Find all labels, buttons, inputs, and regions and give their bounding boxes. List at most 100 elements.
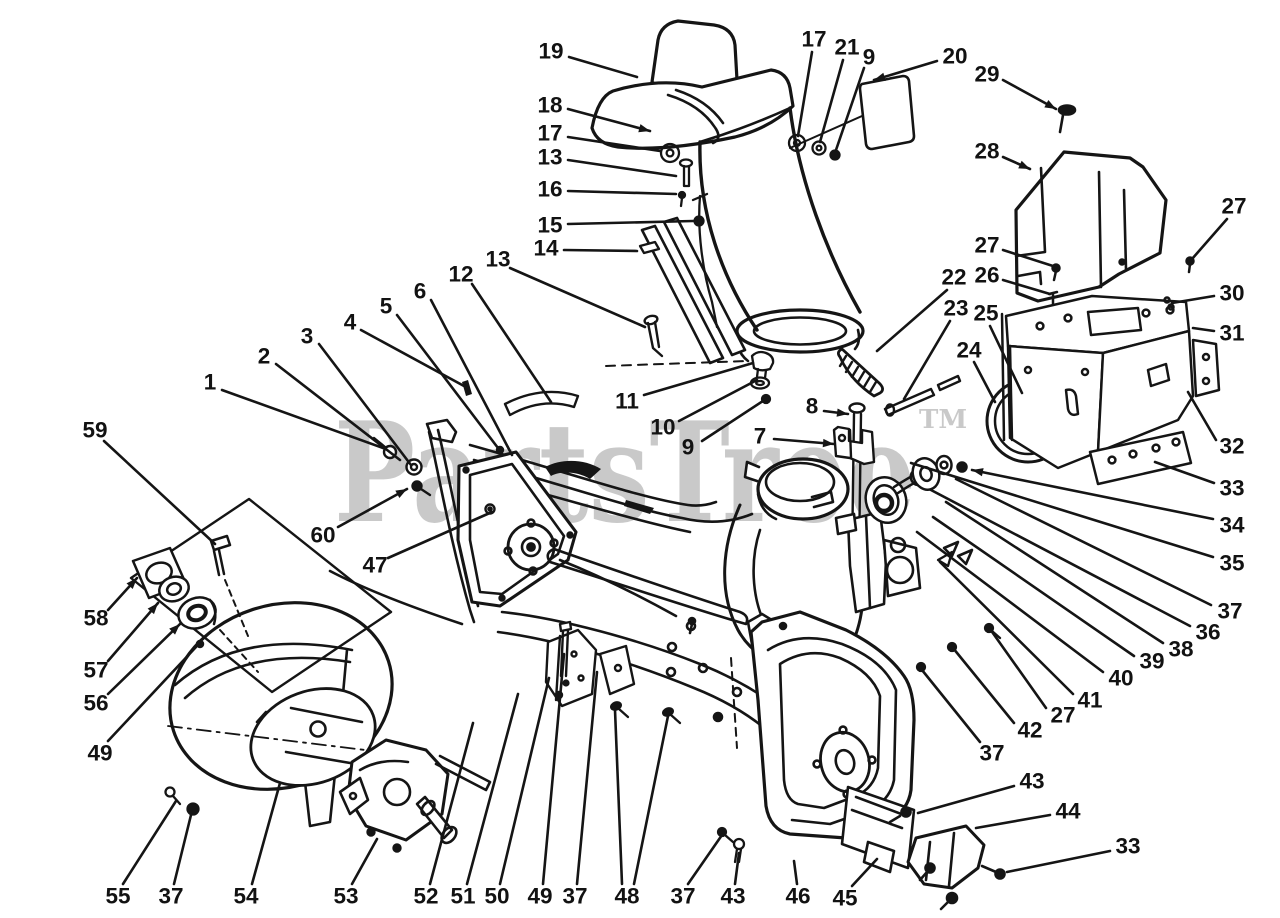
side-panel-drawing — [129, 497, 393, 694]
part-number-41: 41 — [1077, 688, 1102, 713]
part-number-10: 10 — [650, 415, 675, 440]
callout-43: 43 — [720, 851, 746, 909]
callout-33: 33 — [1153, 460, 1245, 501]
callout-27: 27 — [1190, 194, 1247, 261]
left-side-plate-drawing — [425, 418, 578, 624]
belt-cover-drawing — [1014, 104, 1168, 303]
callout-24: 24 — [956, 338, 997, 404]
callout-32: 32 — [1186, 390, 1245, 459]
callout-36: 36 — [929, 488, 1221, 645]
part-number-21: 21 — [834, 35, 859, 60]
part-number-27: 27 — [1221, 194, 1246, 219]
callout-49: 49 — [527, 652, 566, 909]
callout-15: 15 — [537, 213, 695, 238]
part-number-19: 19 — [538, 39, 563, 64]
crank-bracket-drawing — [544, 620, 636, 708]
callout-47: 47 — [362, 510, 494, 578]
part-number-30: 30 — [1219, 281, 1244, 306]
skid-bracket-drawing — [840, 785, 1006, 911]
part-number-16: 16 — [537, 177, 562, 202]
part-number-37: 37 — [670, 884, 695, 909]
callout-31: 31 — [1191, 321, 1245, 346]
callout-16: 16 — [537, 177, 678, 202]
callout-13: 13 — [537, 145, 678, 178]
callout-33: 33 — [1005, 834, 1141, 874]
part-number-5: 5 — [380, 294, 393, 319]
part-number-7: 7 — [754, 424, 767, 449]
part-number-39: 39 — [1139, 649, 1164, 674]
callout-26: 26 — [974, 263, 1052, 296]
callout-55: 55 — [105, 799, 178, 909]
callout-9: 9 — [834, 45, 875, 152]
part-number-45: 45 — [832, 886, 857, 911]
line-art — [129, 19, 1221, 911]
part-number-3: 3 — [301, 324, 314, 349]
callout-37: 37 — [562, 670, 599, 909]
callout-35: 35 — [909, 461, 1245, 576]
part-number-37: 37 — [979, 741, 1004, 766]
part-number-49: 49 — [527, 884, 552, 909]
part-number-25: 25 — [973, 301, 998, 326]
engine-frame-drawing — [985, 256, 1221, 486]
part-number-12: 12 — [448, 262, 473, 287]
callout-42: 42 — [951, 646, 1043, 743]
callout-8: 8 — [806, 394, 850, 419]
callout-39: 39 — [931, 515, 1165, 674]
callout-43: 43 — [916, 769, 1045, 815]
part-number-57: 57 — [83, 658, 108, 683]
callout-10: 10 — [650, 378, 759, 440]
chute-fasteners-drawing — [638, 133, 841, 405]
part-number-8: 8 — [806, 394, 819, 419]
callout-48: 48 — [613, 708, 670, 909]
callout-17: 17 — [796, 27, 827, 138]
part-number-55: 55 — [105, 884, 130, 909]
callout-53: 53 — [333, 837, 379, 909]
part-number-37: 37 — [1217, 599, 1242, 624]
part-number-22: 22 — [941, 265, 966, 290]
part-number-26: 26 — [974, 263, 999, 288]
part-number-42: 42 — [1017, 718, 1042, 743]
callout-46: 46 — [785, 859, 811, 909]
callout-45: 45 — [832, 857, 879, 911]
part-number-48: 48 — [614, 884, 639, 909]
callout-59: 59 — [82, 418, 217, 546]
part-number-17: 17 — [801, 27, 826, 52]
callout-25: 25 — [973, 301, 1024, 395]
callout-23: 23 — [902, 296, 969, 401]
callout-37: 37 — [954, 477, 1243, 624]
part-number-37: 37 — [158, 884, 183, 909]
callout-41: 41 — [938, 560, 1103, 713]
callout-12: 12 — [448, 262, 553, 404]
part-number-47: 47 — [362, 553, 387, 578]
part-number-46: 46 — [785, 884, 810, 909]
callout-38: 38 — [944, 500, 1194, 662]
callout-11: 11 — [615, 361, 755, 414]
callout-57: 57 — [83, 601, 160, 683]
callout-5: 5 — [380, 294, 500, 450]
part-number-27: 27 — [1050, 703, 1075, 728]
callout-21: 21 — [818, 35, 860, 144]
callout-27: 27 — [988, 627, 1076, 728]
part-number-1: 1 — [204, 370, 217, 395]
impeller-drawing — [167, 601, 399, 828]
part-number-33: 33 — [1219, 476, 1244, 501]
callout-52: 52 — [413, 721, 475, 909]
part-number-59: 59 — [82, 418, 107, 443]
callout-54: 54 — [233, 781, 282, 909]
callout-37: 37 — [670, 833, 724, 909]
part-number-31: 31 — [1219, 321, 1244, 346]
callout-30: 30 — [1170, 281, 1245, 306]
watermark-tm: TM — [919, 405, 967, 435]
callout-3: 3 — [301, 324, 413, 467]
part-number-60: 60 — [310, 523, 335, 548]
part-number-27: 27 — [974, 233, 999, 258]
gearbox-drawing — [338, 738, 492, 853]
callout-49: 49 — [87, 645, 198, 766]
callout-28: 28 — [974, 139, 1032, 171]
part-number-14: 14 — [533, 236, 559, 261]
part-number-23: 23 — [943, 296, 968, 321]
callout-18: 18 — [537, 93, 652, 133]
part-number-6: 6 — [414, 279, 427, 304]
callout-20: 20 — [872, 44, 968, 82]
